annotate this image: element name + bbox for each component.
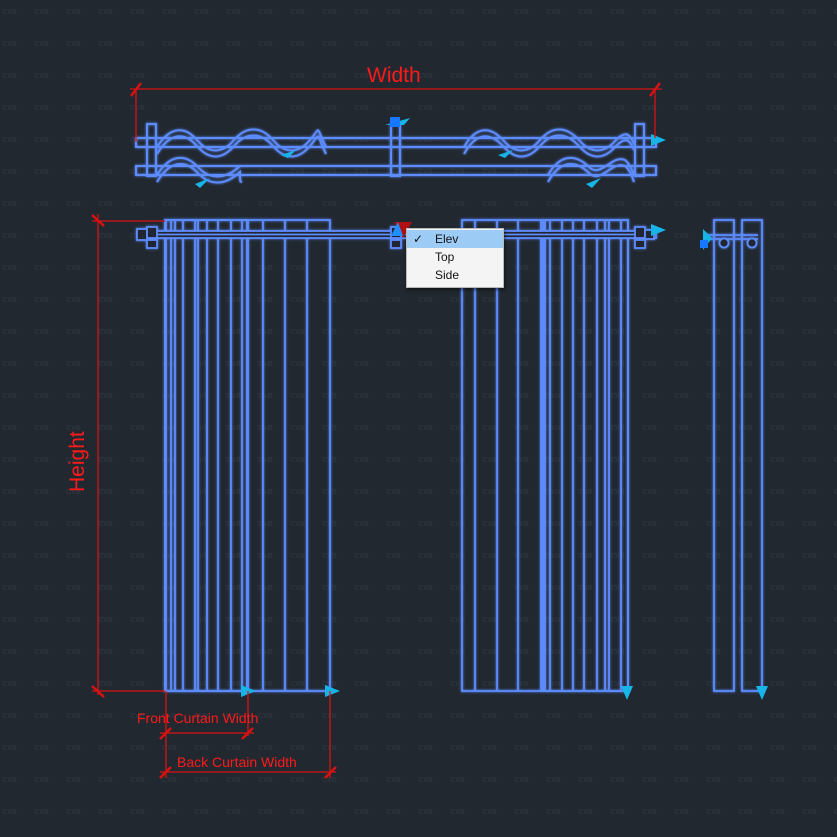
menu-item-elev[interactable]: ✓ Elev <box>407 230 503 248</box>
top-bracket-right <box>634 123 645 177</box>
top-curtain-wave-left-front-inner <box>156 128 327 152</box>
top-bracket-left <box>146 123 157 177</box>
elev-rod-end-left <box>136 228 148 241</box>
width-tick-right <box>649 82 661 97</box>
top-curtain-wave-left-back-inner <box>156 157 241 178</box>
menu-item-label: Top <box>435 250 455 264</box>
back-curtain-width-dimension[interactable] <box>159 691 337 779</box>
grip-square-icon[interactable] <box>700 240 708 248</box>
elev-bracket-right-lower <box>634 239 646 249</box>
elev-bracket-right <box>634 226 646 239</box>
grip-arrow-icon[interactable] <box>281 150 296 158</box>
menu-item-side[interactable]: Side <box>407 266 503 284</box>
width-dimension[interactable] <box>130 82 662 142</box>
height-dimension[interactable] <box>91 214 165 698</box>
back-curtain-width-label: Back Curtain Width <box>177 754 297 770</box>
height-dimension-label: Height <box>66 431 89 492</box>
grip-arrow-right-icon[interactable] <box>325 685 340 697</box>
grip-arrow-right-icon[interactable] <box>651 224 666 236</box>
grip-square-icon[interactable] <box>390 117 400 127</box>
checkmark-icon: ✓ <box>413 232 424 246</box>
left-curtain-pleats <box>165 220 308 691</box>
front-curtain-width-label: Front Curtain Width <box>137 710 259 726</box>
elev-bracket-left-lower <box>146 239 158 249</box>
elev-bracket-left <box>146 226 158 239</box>
side-ring-front <box>718 237 730 249</box>
side-ring-back <box>746 237 758 249</box>
grip-arrow-icon[interactable] <box>498 150 513 158</box>
top-curtain-wave-left-front <box>156 134 327 158</box>
right-curtain-pleats <box>474 220 622 691</box>
grip-arrow-down-icon[interactable] <box>756 686 768 700</box>
elev-bracket-middle-lower <box>390 239 402 249</box>
side-view-grips[interactable] <box>700 229 768 700</box>
grip-arrow-icon[interactable] <box>391 222 403 236</box>
side-view[interactable] <box>705 219 763 692</box>
top-view[interactable] <box>135 123 657 184</box>
top-view-grips[interactable] <box>195 117 666 188</box>
menu-item-top[interactable]: Top <box>407 248 503 266</box>
top-curtain-wave-right-back-inner <box>547 157 635 176</box>
visibility-state-menu[interactable]: ✓ Elev Top Side <box>406 228 504 288</box>
right-front-curtain-panel <box>542 219 629 692</box>
top-curtain-wave-right-back <box>547 163 635 183</box>
width-dimension-label: Width <box>367 64 421 87</box>
top-curtain-wave-right-front <box>463 134 635 158</box>
menu-item-label: Elev <box>435 232 459 246</box>
grip-arrow-icon[interactable] <box>195 178 210 188</box>
height-tick-bottom <box>91 685 105 698</box>
grip-arrow-icon[interactable] <box>586 178 601 188</box>
top-curtain-wave-left-back <box>156 163 243 184</box>
menu-item-label: Side <box>435 268 460 282</box>
side-curtain-back <box>741 219 763 692</box>
grip-arrow-down-icon[interactable] <box>621 686 633 700</box>
front-curtain-width-dimension[interactable] <box>159 691 254 778</box>
elevation-grips[interactable] <box>241 222 666 700</box>
height-tick-top <box>91 214 105 227</box>
side-curtain-front <box>713 219 735 692</box>
top-curtain-wave-right-front-inner <box>463 128 635 152</box>
width-tick-left <box>130 82 142 97</box>
